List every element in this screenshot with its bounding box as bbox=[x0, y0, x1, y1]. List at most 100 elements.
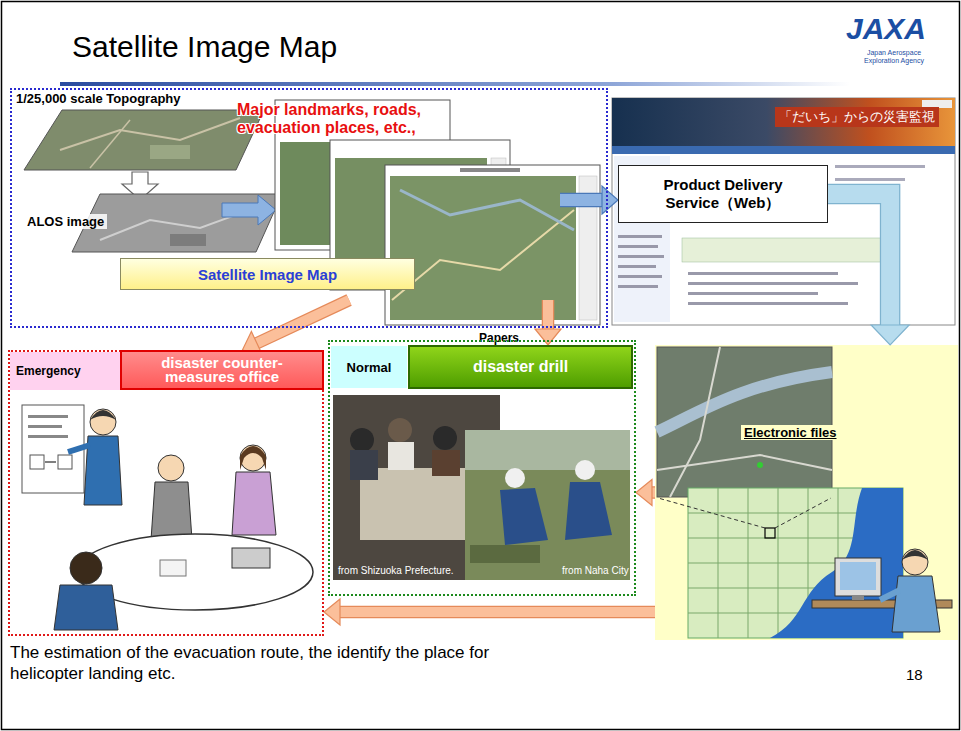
presenter-hair bbox=[90, 410, 116, 420]
connector-line bbox=[543, 300, 553, 330]
node-text: 1/25,000 scale Topography bbox=[16, 91, 181, 106]
arrow-head bbox=[535, 329, 561, 345]
paper-maps: Papers (A1 size) bbox=[275, 100, 560, 300]
node-text: Major landmarks, roads, evacuation place… bbox=[237, 101, 455, 137]
topography-image bbox=[24, 110, 264, 170]
title-box: Satellite Image Map bbox=[120, 258, 415, 290]
presenter-arm bbox=[68, 445, 90, 452]
photo-person bbox=[575, 460, 595, 480]
paper-road bbox=[392, 210, 574, 300]
web-text-line bbox=[688, 302, 848, 305]
connector-outline bbox=[339, 606, 655, 619]
photo-person bbox=[388, 442, 414, 470]
paper-title-strip bbox=[460, 168, 520, 172]
logo-text: JAXA bbox=[846, 12, 926, 46]
connector-arrow bbox=[828, 194, 909, 345]
topography-sheet bbox=[24, 110, 264, 170]
sea bbox=[770, 488, 903, 638]
connector-line bbox=[560, 194, 603, 206]
person-head bbox=[70, 552, 102, 584]
paper-sheet bbox=[385, 165, 600, 325]
panel-ground bbox=[655, 345, 958, 640]
web-content-block bbox=[682, 238, 882, 262]
flow-arrow bbox=[222, 195, 276, 225]
photo bbox=[465, 430, 630, 580]
map-selection bbox=[765, 528, 775, 538]
logo-subtext: Japan Aerospace Exploration Agency bbox=[852, 49, 936, 65]
operator-head bbox=[902, 549, 928, 575]
connector-outline bbox=[828, 194, 890, 326]
web-text-line bbox=[618, 235, 662, 238]
aerial-road bbox=[670, 347, 720, 497]
web-text-line bbox=[618, 285, 658, 288]
web-text-line bbox=[618, 245, 658, 248]
electronic-files-panel: Electronic files bbox=[655, 345, 958, 640]
person-hair bbox=[240, 446, 266, 470]
person-head bbox=[158, 455, 184, 481]
zoom-leader bbox=[775, 498, 831, 528]
service-box: Product Delivery Service（Web） bbox=[618, 165, 828, 223]
photo-sky bbox=[465, 430, 630, 470]
photo-person bbox=[350, 450, 378, 480]
web-text-line bbox=[618, 265, 656, 268]
person-body bbox=[54, 585, 118, 630]
slide-caption: The estimation of the evacuation route, … bbox=[10, 642, 522, 684]
connector-line bbox=[828, 194, 890, 326]
node-text: ALOS image bbox=[24, 214, 107, 229]
photo-ground-object bbox=[470, 545, 540, 563]
web-page bbox=[612, 98, 955, 325]
person-body bbox=[151, 482, 192, 540]
photo-credit: from Shizuoka Prefecture. bbox=[338, 565, 454, 576]
node-text: disaster counter-measures office bbox=[130, 356, 314, 384]
presenter-head bbox=[90, 409, 116, 435]
web-screenshot bbox=[612, 98, 955, 325]
web-text-line bbox=[835, 178, 905, 181]
photo-person bbox=[388, 418, 412, 442]
connector-line bbox=[256, 300, 349, 344]
board-line bbox=[28, 425, 62, 428]
operator-hair bbox=[902, 550, 928, 560]
arrow-head bbox=[636, 480, 652, 506]
photo-credit: from Naha City bbox=[562, 565, 629, 576]
web-header bbox=[612, 98, 955, 146]
person-body bbox=[232, 472, 276, 535]
photo-person bbox=[432, 450, 460, 476]
photo-person bbox=[500, 488, 548, 545]
board-line bbox=[28, 415, 68, 418]
title-underline bbox=[60, 82, 850, 86]
operator-body bbox=[892, 576, 940, 632]
person-head bbox=[240, 445, 266, 471]
table-paper bbox=[160, 560, 186, 576]
monitor bbox=[835, 558, 881, 596]
web-text-line bbox=[688, 282, 858, 285]
aerial-map bbox=[657, 347, 832, 497]
web-text-line bbox=[835, 165, 925, 168]
normal-region: Normaldisaster drill bbox=[328, 340, 636, 596]
operator-arm bbox=[880, 590, 900, 600]
web-menu-bar bbox=[612, 146, 955, 154]
web-text-line bbox=[618, 275, 662, 278]
web-text-line bbox=[618, 255, 664, 258]
meeting-illustration bbox=[22, 405, 313, 630]
alos-feature bbox=[170, 234, 206, 246]
emergency-region: Emergencydisaster counter-measures offic… bbox=[8, 350, 324, 636]
connector-line bbox=[339, 607, 655, 617]
connector-outline bbox=[542, 300, 555, 330]
web-service-panel: 「だいち」からの災害監視Product Delivery Service（Web… bbox=[612, 98, 955, 325]
arrow-head bbox=[602, 186, 618, 214]
monitor-stand bbox=[852, 596, 864, 600]
zoom-leader bbox=[658, 498, 765, 528]
laptop bbox=[232, 548, 270, 568]
photo-person bbox=[565, 482, 612, 540]
office-box: disaster counter-measures office bbox=[120, 350, 324, 390]
monitor-screen bbox=[840, 562, 876, 590]
arrow-head bbox=[324, 599, 340, 625]
board-box bbox=[30, 455, 44, 469]
node-text: Electronic files bbox=[741, 425, 839, 440]
board-box bbox=[58, 455, 72, 469]
photo-person bbox=[350, 428, 374, 452]
node-text: Satellite Image Map bbox=[198, 266, 337, 283]
topography-field bbox=[150, 145, 190, 159]
